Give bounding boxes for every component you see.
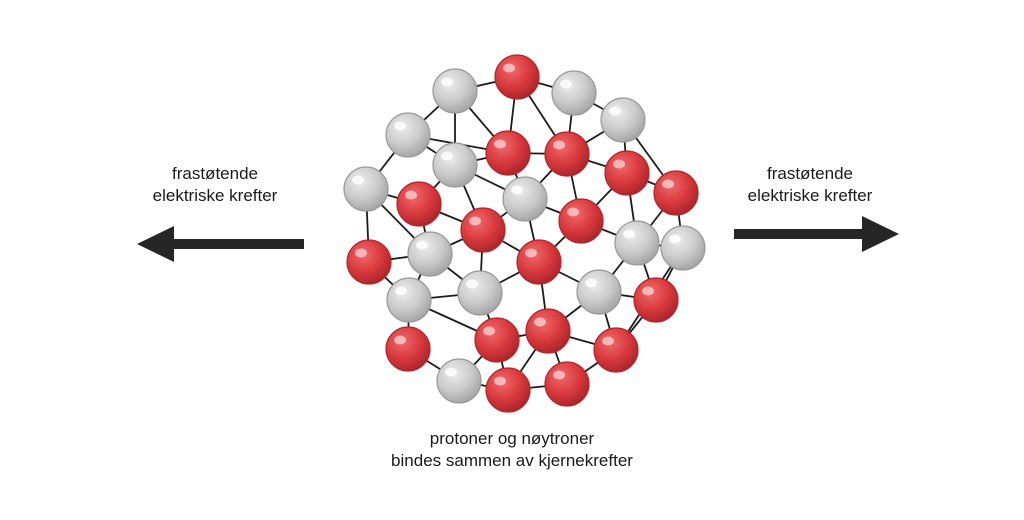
proton <box>525 308 571 354</box>
proton <box>474 317 520 363</box>
proton <box>593 327 639 373</box>
neutron <box>343 166 389 212</box>
neutron <box>436 358 482 404</box>
neutron <box>457 270 503 316</box>
neutron <box>551 70 597 116</box>
proton <box>460 207 506 253</box>
proton <box>516 239 562 285</box>
neutron <box>614 220 660 266</box>
neutron <box>432 68 478 114</box>
proton <box>604 150 650 196</box>
neutron <box>407 231 453 277</box>
proton <box>396 181 442 227</box>
neutron <box>386 277 432 323</box>
proton <box>544 131 590 177</box>
nucleus-caption: protoner og nøytroner bindes sammen av k… <box>391 429 633 470</box>
proton <box>485 367 531 413</box>
proton <box>653 170 699 216</box>
left-force-label: frastøtende elektriske krefter <box>152 164 278 205</box>
proton <box>558 198 604 244</box>
proton <box>544 361 590 407</box>
proton <box>485 130 531 176</box>
proton <box>346 239 392 285</box>
neutron <box>576 269 622 315</box>
right-arrow <box>734 216 899 252</box>
proton <box>494 54 540 100</box>
proton <box>385 326 431 372</box>
neutron <box>660 225 706 271</box>
neutron <box>502 176 548 222</box>
left-arrow <box>137 226 304 262</box>
neutron <box>600 97 646 143</box>
neutron <box>432 142 478 188</box>
right-force-label: frastøtende elektriske krefter <box>747 164 873 205</box>
proton <box>633 277 679 323</box>
neutron <box>385 112 431 158</box>
nucleons <box>343 54 706 413</box>
